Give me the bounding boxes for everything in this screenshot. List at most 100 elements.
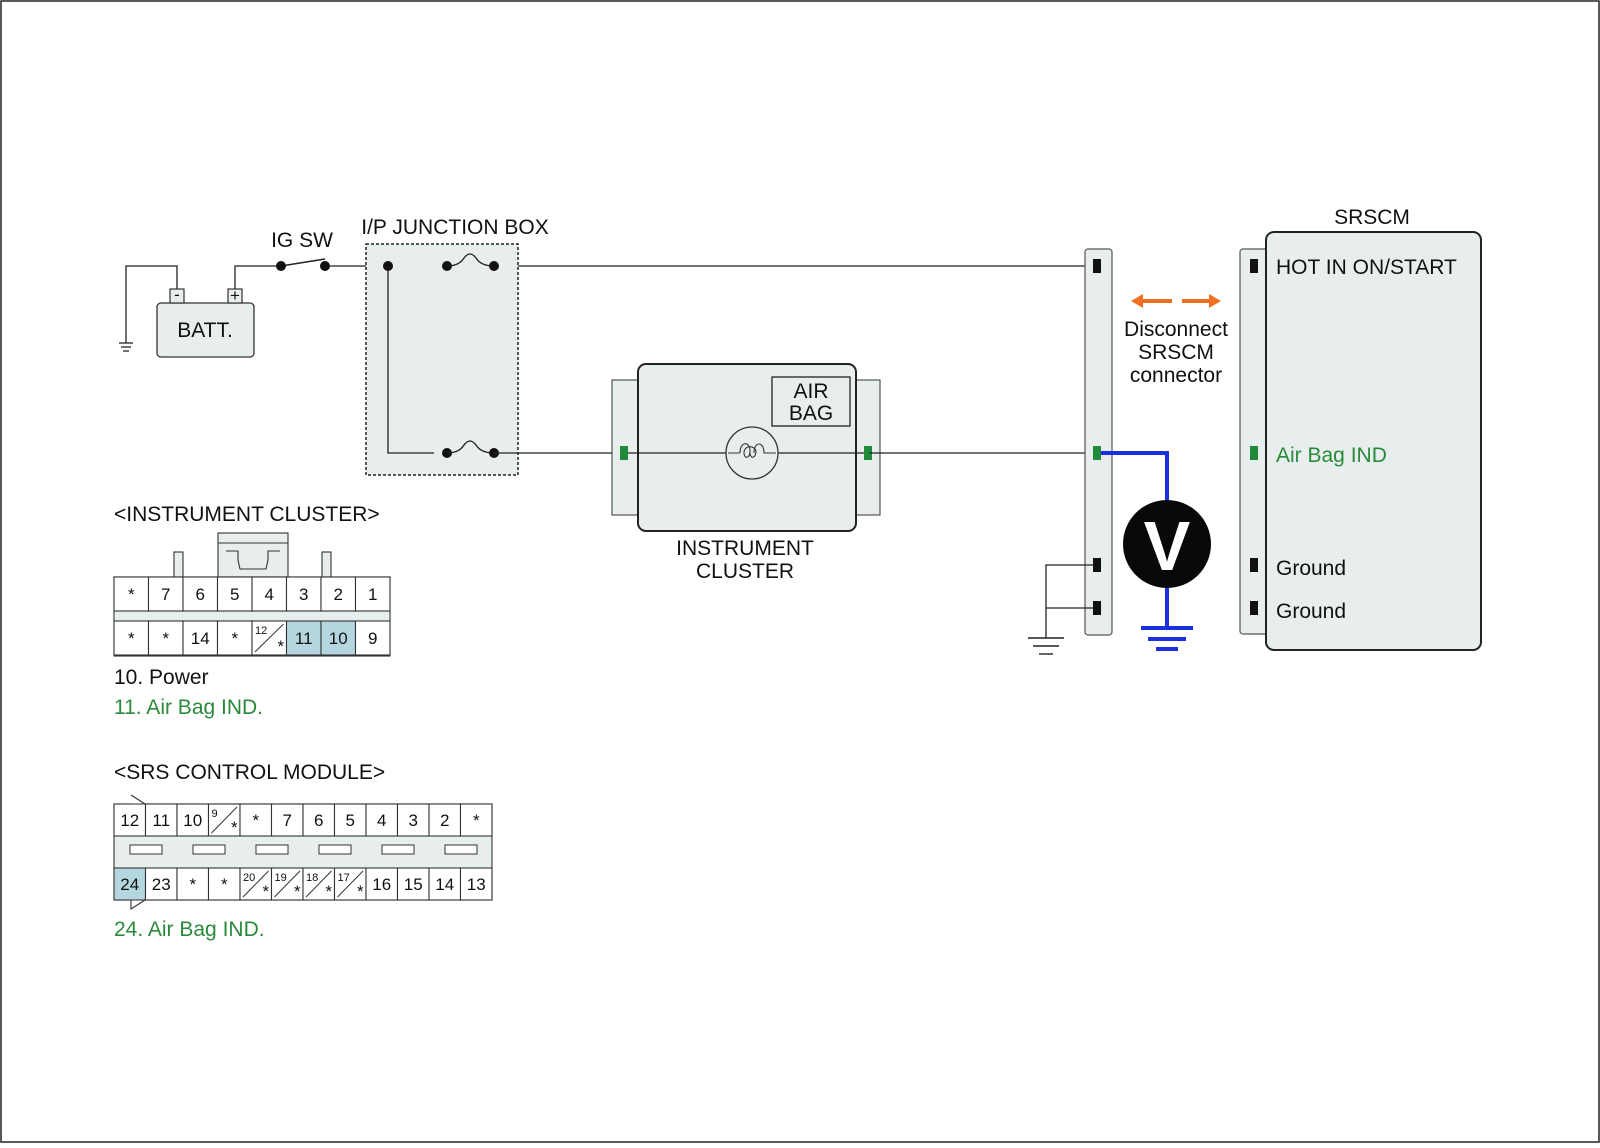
srs-pin-top: 7 — [270, 803, 304, 837]
junction-box-label: I/P JUNCTION BOX — [361, 216, 548, 239]
pin-label: 16 — [372, 875, 391, 894]
harness-connector — [1084, 248, 1113, 636]
ic-latch-right — [321, 551, 332, 578]
srs-slot — [129, 844, 163, 855]
srs-pin-top: 5 — [333, 803, 367, 837]
pin-label: * — [189, 875, 196, 894]
ic-pin-top: 5 — [216, 576, 253, 612]
srscm-pin-hot — [1250, 259, 1258, 273]
pin-label: 24 — [120, 875, 139, 894]
srscm-pin-air-bag-ind — [1250, 446, 1258, 460]
srs-connector-title: <SRS CONTROL MODULE> — [114, 761, 385, 784]
pin-label: 5 — [346, 811, 355, 830]
srs-pin-bottom: 16 — [365, 867, 399, 901]
pin-label: 11 — [295, 629, 313, 648]
harness-pin-ground-1 — [1093, 558, 1101, 572]
arrow-right-icon — [1182, 294, 1221, 308]
srs-pin-bottom: 15 — [396, 867, 430, 901]
srscm-pin-ground-1 — [1250, 558, 1258, 572]
pin-label-primary: 9 — [212, 808, 218, 820]
srs-slot — [444, 844, 478, 855]
srs-pin-top: 9* — [207, 803, 241, 837]
srs-note-air-bag-ind: 24. Air Bag IND. — [114, 918, 265, 941]
instrument-cluster: AIR BAG INSTRUMENT CLUSTER — [611, 363, 881, 583]
pin-label: 7 — [283, 811, 292, 830]
srs-pin-top: 12 — [113, 803, 147, 837]
pin-label: 2 — [334, 585, 343, 604]
ic-pin-bottom: * — [216, 620, 253, 656]
ic-pin-top: 6 — [182, 576, 219, 612]
ic-pin-bottom: 11 — [285, 620, 322, 656]
srs-pin-top: * — [459, 803, 493, 837]
pin-label-secondary: * — [263, 882, 270, 901]
srs-pin-top: 4 — [365, 803, 399, 837]
ic-pin-top: 7 — [147, 576, 184, 612]
srscm-body — [1265, 231, 1482, 651]
srs-pin-top: 11 — [144, 803, 178, 837]
ic-pin-top: 3 — [285, 576, 322, 612]
fuse-lower — [434, 440, 508, 461]
srs-pin-bottom: 14 — [428, 867, 462, 901]
srs-pin-bottom: 17* — [333, 867, 367, 901]
pin-label: * — [162, 629, 169, 648]
pin-label: 4 — [377, 811, 386, 830]
battery-ground-symbol — [119, 342, 133, 352]
ic-note-power: 10. Power — [114, 666, 209, 689]
air-bag-label-line1: AIR — [793, 380, 828, 403]
srs-pin-bottom: 24 — [113, 867, 147, 901]
pin-label: 4 — [265, 585, 274, 604]
ic-pin-bottom: * — [147, 620, 184, 656]
srscm-pin-label-air-bag-ind: Air Bag IND — [1276, 444, 1387, 467]
pin-label: 6 — [314, 811, 323, 830]
pin-label: 11 — [152, 811, 170, 830]
air-bag-label-line2: BAG — [789, 402, 833, 425]
pin-label: * — [252, 811, 259, 830]
pin-label: * — [231, 629, 238, 648]
harness-ground — [1028, 564, 1093, 655]
air-bag-lamp-bulb — [725, 426, 779, 480]
disconnect-note-line2: SRSCM — [1138, 341, 1214, 364]
ic-note-air-bag-ind: 11. Air Bag IND. — [114, 696, 263, 719]
pin-label-primary: 19 — [275, 872, 287, 884]
ic-pin-top: * — [113, 576, 150, 612]
cluster-terminal-in — [620, 446, 628, 460]
battery-negative-terminal — [169, 288, 185, 304]
srs-pin-bottom: 23 — [144, 867, 178, 901]
battery-negative-sign: - — [174, 285, 180, 304]
pin-label: * — [128, 629, 135, 648]
srs-slot — [192, 844, 226, 855]
power-feed-wire — [234, 265, 1097, 298]
pin-label: 13 — [467, 875, 486, 894]
pin-label: 15 — [404, 875, 423, 894]
srs-connector-slots — [129, 844, 478, 855]
pin-label: 7 — [161, 585, 170, 604]
ic-pin-bottom: * — [113, 620, 150, 656]
srs-pin-bottom: * — [207, 867, 241, 901]
disconnect-indicator: Disconnect SRSCM connector — [1124, 294, 1228, 387]
ic-pin-bottom: 9 — [354, 620, 391, 656]
pin-label-primary: 20 — [243, 872, 255, 884]
srs-pin-bottom: 20 * — [239, 867, 273, 901]
srs-pin-bottom: 19* — [270, 867, 304, 901]
pin-label: 3 — [409, 811, 418, 830]
ig-sw-label: IG SW — [271, 229, 333, 252]
pin-label-primary: 12 — [255, 625, 267, 637]
harness-pin-hot — [1093, 259, 1101, 273]
pin-label: * — [128, 585, 135, 604]
pin-label-secondary: * — [357, 882, 364, 901]
srs-slot — [381, 844, 415, 855]
cluster-terminal-out — [864, 446, 872, 460]
pin-label: 9 — [368, 629, 377, 648]
battery-negative-wire — [125, 265, 178, 343]
pin-label-primary: 18 — [306, 872, 318, 884]
instrument-cluster-label-line1: INSTRUMENT — [676, 537, 814, 560]
srscm-pin-label-ground-2: Ground — [1276, 600, 1346, 623]
ic-connector-title: <INSTRUMENT CLUSTER> — [114, 503, 380, 526]
srscm-pin-label-ground-1: Ground — [1276, 557, 1346, 580]
